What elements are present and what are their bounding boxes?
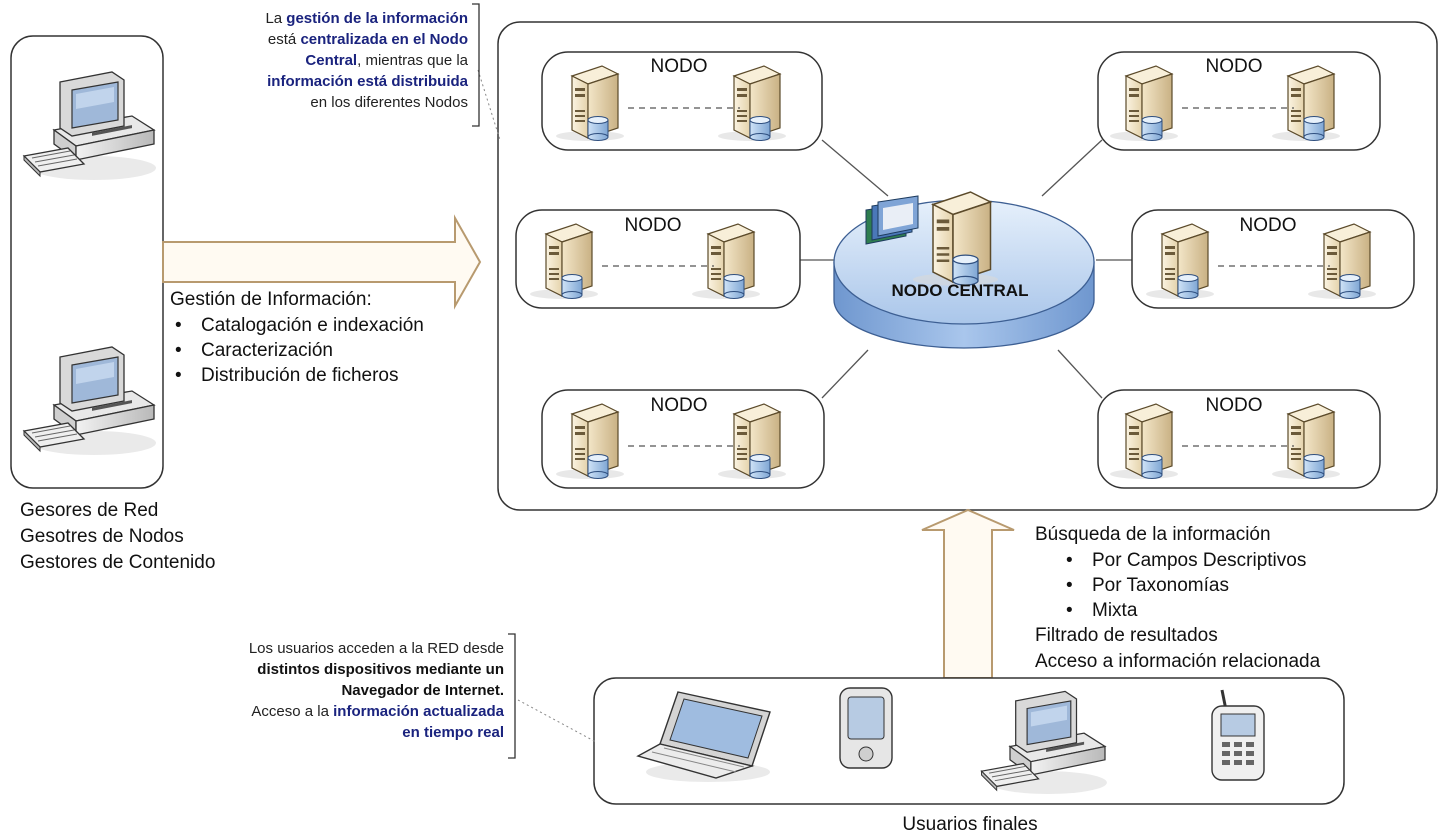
- central-management-callout: La gestión de la información está centra…: [265, 10, 468, 111]
- node-label: NODO: [1206, 56, 1263, 77]
- list-item: Mixta: [1066, 598, 1320, 623]
- management-title: Gestión de Información:: [170, 289, 372, 310]
- window-stack-icon: [865, 195, 919, 245]
- list-item: Caracterización: [175, 338, 424, 363]
- role-label: Gesores de Red: [20, 500, 159, 521]
- results-filter-label: Filtrado de resultados: [1035, 625, 1218, 646]
- node-label: NODO: [1240, 215, 1297, 236]
- node-box: [541, 51, 823, 151]
- management-arrow: [162, 214, 482, 310]
- list-item: Distribución de ficheros: [175, 363, 424, 388]
- node-label: NODO: [651, 56, 708, 77]
- list-item: Catalogación e indexación: [175, 313, 424, 338]
- node-box: [541, 389, 825, 489]
- user-access-callout: Los usuarios acceden a la RED desde dist…: [248, 640, 504, 741]
- role-label: Gestores de Contenido: [20, 552, 216, 573]
- search-title: Búsqueda de la información: [1035, 524, 1271, 545]
- end-users-label: Usuarios finales: [902, 814, 1038, 835]
- user-access-arrow: [921, 508, 1015, 679]
- list-item: Por Campos Descriptivos: [1066, 548, 1320, 573]
- node-box: [1131, 209, 1415, 309]
- central-node: [833, 191, 1095, 349]
- node-box: [515, 209, 801, 309]
- list-item: Por Taxonomías: [1066, 573, 1320, 598]
- search-list: Búsqueda de la información Por Campos De…: [1035, 522, 1320, 675]
- mobile-phone-icon: [1211, 689, 1265, 781]
- node-label: NODO: [651, 395, 708, 416]
- manager-roles: Gesores de Red Gesotres de Nodos Gestore…: [20, 498, 215, 576]
- node-box: [1097, 389, 1381, 489]
- node-label: NODO: [1206, 395, 1263, 416]
- related-info-label: Acceso a información relacionada: [1035, 651, 1321, 672]
- role-label: Gesotres de Nodos: [20, 526, 184, 547]
- pda-icon: [839, 687, 893, 769]
- node-box: [1097, 51, 1381, 151]
- central-node-label: NODO CENTRAL: [892, 281, 1029, 300]
- laptop-icon: [636, 691, 771, 782]
- management-list: Gestión de Información: Catalogación e i…: [170, 287, 424, 388]
- node-label: NODO: [625, 215, 682, 236]
